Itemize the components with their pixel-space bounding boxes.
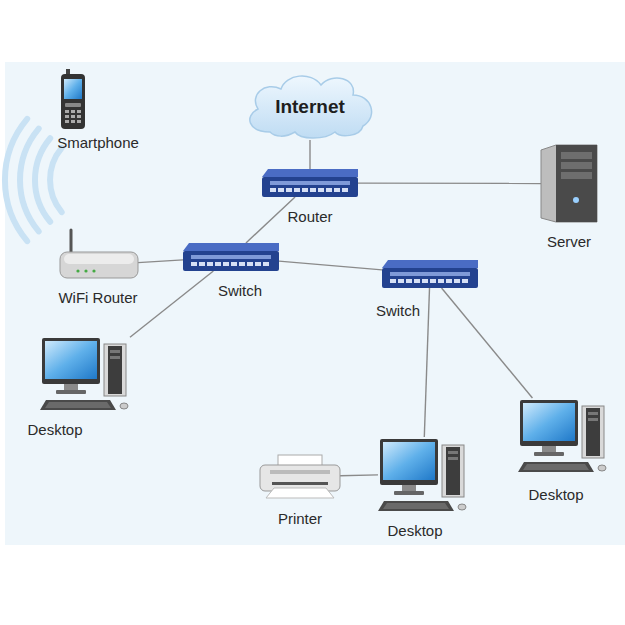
device-label: Server [547, 234, 591, 251]
device-label: Printer [278, 511, 322, 528]
smartphone-node: Smartphone [60, 70, 86, 130]
cloud-outline [250, 76, 372, 138]
desktop-node: Desktop [378, 437, 468, 511]
switch-node: Switch [183, 243, 279, 271]
network-link [138, 260, 183, 263]
router-node: Router [262, 169, 358, 197]
network-link [358, 182, 541, 184]
device-label: Router [287, 209, 332, 226]
server-node: Server [541, 145, 597, 222]
router-icon [262, 169, 358, 197]
device-label: Desktop [27, 422, 82, 439]
cloud-label: Internet [275, 97, 345, 118]
device-label: Desktop [387, 523, 442, 540]
network-link [340, 474, 378, 476]
network-link [279, 261, 382, 270]
cloud-node: Internet [240, 70, 380, 140]
network-link [309, 140, 310, 169]
printer-icon [260, 455, 340, 498]
wifi-router-node: WiFi Router [60, 252, 138, 278]
switch-icon [183, 243, 279, 271]
desktop-node: Desktop [518, 398, 608, 472]
printer-node: Printer [260, 455, 340, 498]
desktop-icon [40, 338, 128, 410]
switch-node: Switch [382, 260, 478, 288]
wireless-waves [5, 119, 62, 241]
network-link [442, 288, 533, 398]
device-label: Desktop [528, 487, 583, 504]
network-link [130, 271, 213, 337]
desktop-icon [378, 439, 466, 511]
wifi-router-icon [60, 230, 138, 278]
device-label: WiFi Router [58, 290, 137, 307]
connector-layer [130, 140, 541, 476]
device-label: Switch [376, 303, 420, 320]
device-label: Smartphone [57, 135, 139, 152]
server-icon [541, 145, 597, 222]
network-link [424, 288, 429, 437]
device-label: Switch [218, 283, 262, 300]
background-panel [5, 62, 625, 545]
desktop-icon [518, 400, 606, 472]
desktop-node: Desktop [40, 336, 130, 410]
smartphone-icon [61, 69, 85, 129]
switch-icon [382, 260, 478, 288]
